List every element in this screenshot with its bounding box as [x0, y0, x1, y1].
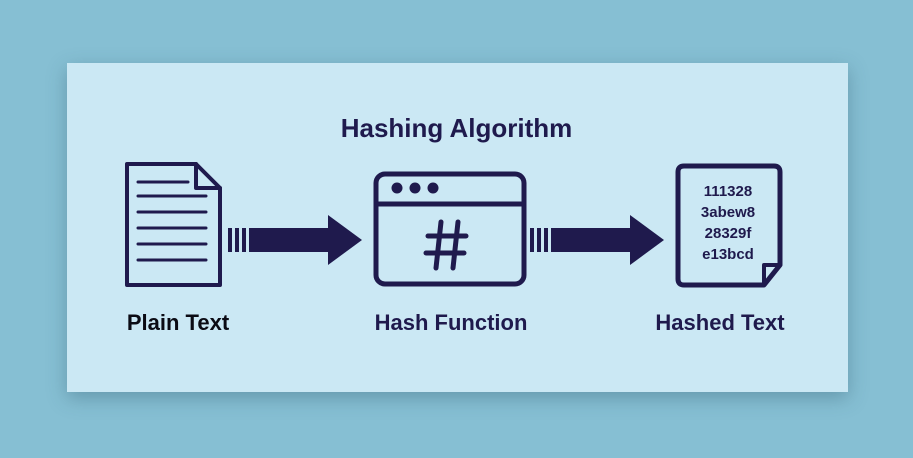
document-icon	[125, 162, 222, 287]
hash-line: 3abew8	[701, 204, 755, 221]
arrow-right-icon	[228, 215, 362, 265]
hash-function-label: Hash Function	[374, 310, 528, 335]
hashed-document-icon: 111328 3abew8 28329f e13bcd	[675, 163, 783, 288]
hash-line: e13bcd	[702, 246, 754, 263]
diagram-title: Hashing Algorithm	[340, 113, 573, 143]
hash-line: 111328	[704, 183, 752, 200]
hashed-text-label: Hashed Text	[655, 310, 785, 335]
plain-text-label: Plain Text	[126, 310, 230, 335]
hash-symbol-icon	[423, 219, 469, 271]
hash-line: 28329f	[705, 225, 753, 242]
browser-window-hash-icon	[373, 171, 527, 287]
arrow-right-icon	[530, 215, 664, 265]
